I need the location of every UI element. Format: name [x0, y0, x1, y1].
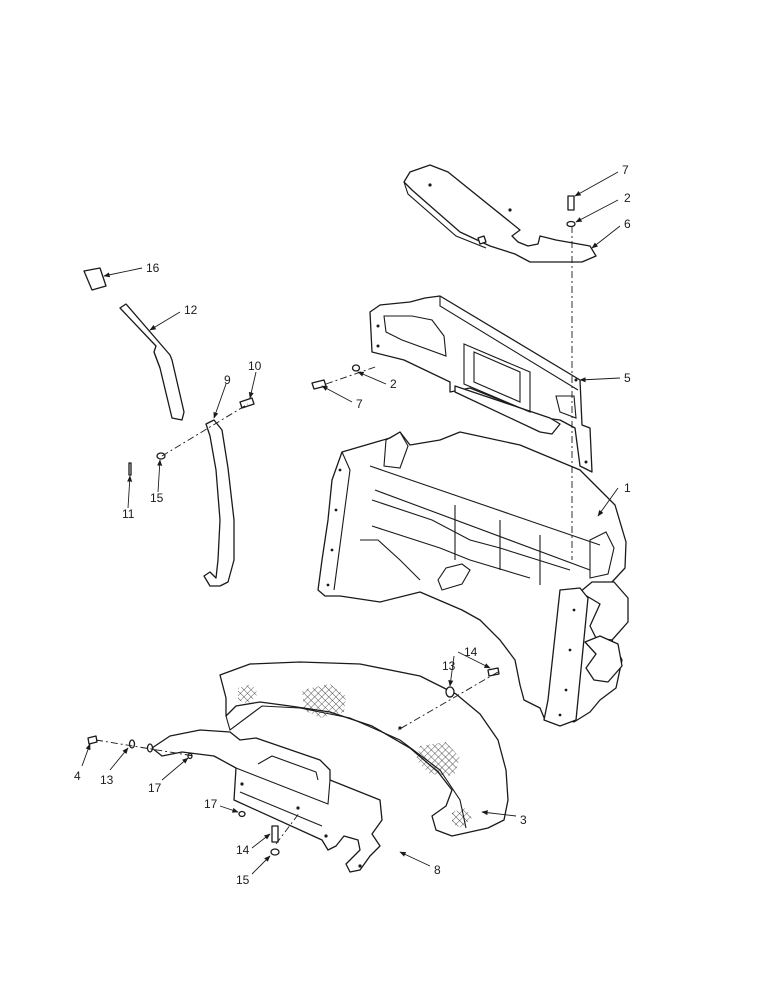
lever-arm — [119, 303, 185, 421]
lever-assembly — [83, 267, 235, 587]
callout-labels: 7 2 6 5 1 2 7 16 12 9 10 15 11 13 14 3 8… — [74, 163, 631, 887]
top-mounting-plate — [403, 164, 597, 263]
callout-17-left: 17 — [148, 781, 162, 795]
callout-11: 11 — [122, 507, 135, 521]
callout-4: 4 — [74, 769, 81, 783]
callout-15-bottom: 15 — [236, 873, 250, 887]
callout-2-mid: 2 — [390, 377, 397, 391]
callout-5: 5 — [624, 371, 631, 385]
callout-7-top: 7 — [622, 163, 629, 177]
support-bracket — [369, 295, 593, 473]
callout-10: 10 — [248, 359, 262, 373]
callout-13-left: 13 — [100, 773, 114, 787]
front-grille-cover — [219, 661, 509, 837]
callout-15-left: 15 — [150, 491, 164, 505]
callout-8: 8 — [434, 863, 441, 877]
callout-13-right: 13 — [442, 659, 456, 673]
callout-2-top: 2 — [624, 191, 631, 205]
callout-12: 12 — [184, 303, 198, 317]
callout-1: 1 — [624, 481, 631, 495]
control-rod — [203, 419, 235, 587]
grille-mounting-bracket — [151, 729, 383, 873]
callout-14-bottom: 14 — [236, 843, 250, 857]
callout-leaders — [81, 171, 621, 875]
callout-17-mid: 17 — [204, 797, 218, 811]
callout-16: 16 — [146, 261, 160, 275]
handle-grip — [83, 267, 107, 291]
callout-3: 3 — [520, 813, 527, 827]
callout-6: 6 — [624, 217, 631, 231]
front-frame-housing — [317, 431, 629, 727]
callout-14-right: 14 — [464, 645, 478, 659]
callout-9: 9 — [224, 373, 231, 387]
callout-7-mid: 7 — [356, 397, 363, 411]
assembly-center-lines — [95, 226, 573, 845]
